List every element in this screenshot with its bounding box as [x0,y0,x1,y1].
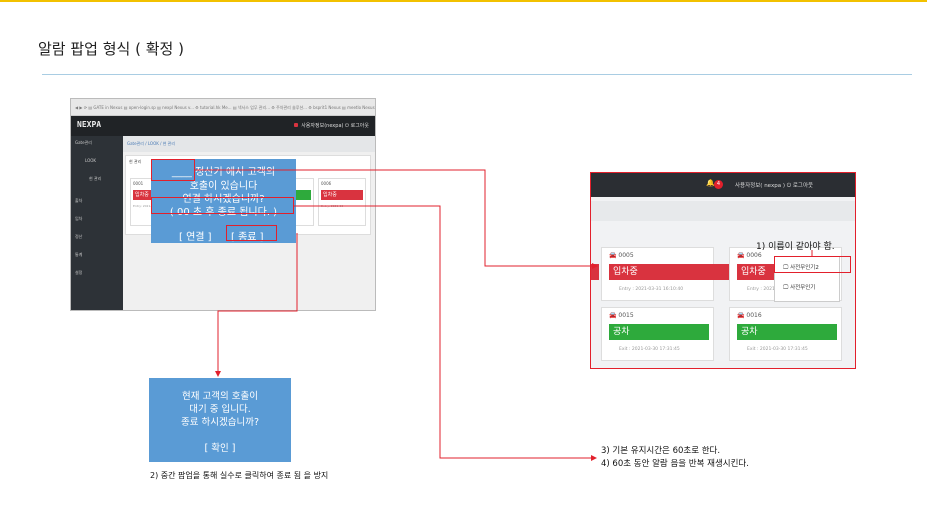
exit-time: Exit : 2021-03-30 17:31:45 [747,347,808,352]
app-logo: NEXPA [77,120,102,129]
status-bar: 입차중 [321,190,363,200]
status-bar-edge [591,264,599,280]
sidebar-item[interactable]: 현 관리 [89,176,102,181]
dropdown-option[interactable]: 🖵 사전무인기2 [783,265,819,271]
popup-line: 호출이 있습니다 [189,181,258,192]
close-highlight-box [226,225,277,241]
device-dropdown: 🖵 사전무인기2 🖵 사전무인기 [774,256,840,302]
sidebar-item[interactable]: LOOK [85,158,97,163]
title-separator [42,74,912,75]
note-prevent-misclick: 2) 중간 팝업을 통해 실수로 클릭하여 종료 됨 을 방지 [150,471,329,480]
popup-line: ( 00 초 후 종료 됩니다. ) [169,207,278,218]
sidebar-item[interactable]: 출차 [75,198,83,203]
gate-number: 🚘 0005 [609,252,634,259]
note-timing-line: 4) 60초 동안 알람 음을 반복 재생시킨다. [601,459,749,469]
gate-number: 🚘 0015 [609,312,634,319]
app-header: 🔔 4 사용자정보( nexpa ) ⏻ 로그아웃 [591,173,855,197]
browser-bar: ◀ ▶ ⟳ ▤ GATE in Nexus ▤ open-login.sp ▤ … [71,99,375,116]
panel-title: 현 관리 [129,159,142,164]
sidebar-item[interactable]: 정산 [75,234,83,239]
confirm-button[interactable]: [ 확인 ] [204,443,236,454]
popup-line: ____ 정산기 에서 고객의 [171,167,276,178]
name-highlight-box [151,159,195,181]
arrow-name-to-right [195,169,598,269]
top-accent-line [0,0,927,2]
countdown-highlight-box [151,197,294,214]
page-title: 알람 팝업 형식 ( 확정 ) [38,40,184,58]
close-button[interactable]: [ 종료 ] [231,232,264,243]
app-header: NEXPA 사용자정보(nexpa) ⏻ 로그아웃 [71,116,375,136]
status-bar: 공차 [609,324,709,340]
gate-number: 🚘 0016 [737,312,762,319]
status-bar: 입차중 [737,264,777,280]
header-user-text: 사용자정보(nexpa) ⏻ 로그아웃 [301,123,369,129]
arrow-close-to-popup2 [215,233,298,377]
sidebar-item[interactable]: 설정 [75,270,83,275]
gate-card[interactable]: 🚘 0016 공차 Exit : 2021-03-30 17:31:45 [729,307,842,361]
note-name-match: 1) 이름이 같아야 함. [756,242,835,252]
connect-button[interactable]: [ 연결 ] [179,232,212,243]
breadcrumb-bar [591,201,855,221]
alert-badge-icon [294,123,299,127]
sidebar-item[interactable]: 입차 [75,216,83,221]
notification-badge: 4 [714,180,723,189]
status-bar: 공차 [737,324,837,340]
header-user-info: 사용자정보(nexpa) ⏻ 로그아웃 [294,122,369,129]
breadcrumb: Gate관리 / LOOK / 현 관리 [123,136,375,152]
popup-line: 대기 중 입니다. [189,404,251,415]
dropdown-option[interactable]: 🖵 사전무인기 [783,285,816,291]
gate-number: 🚘 0006 [737,252,762,259]
gate-number: 0006 [321,181,332,186]
note-timing: 3) 기본 유지시간은 60초로 한다. 4) 60초 동안 알람 음을 반복 … [601,445,749,471]
sidebar: Gate관리 LOOK 현 관리 출차 입차 정산 통계 설정 [71,136,123,310]
popup-line: 현재 고객의 호출이 [182,391,258,402]
sidebar-item[interactable]: Gate관리 [75,140,92,145]
sidebar-item[interactable]: 통계 [75,252,83,257]
popup-line: 연결 하시겠습니까? [182,194,265,205]
gate-card[interactable]: 🚘 0005 입차중 Entry : 2021-03-31 16:10:40 [601,247,739,301]
popup-line: 종료 하시겠습니까? [181,417,259,428]
arrow-countdown-to-notes [294,205,597,461]
gate-card[interactable]: 🚘 0015 공차 Exit : 2021-03-30 17:31:45 [601,307,714,361]
header-user-info[interactable]: 사용자정보( nexpa ) ⏻ 로그아웃 [735,183,814,189]
status-bar: 입차중 [609,264,739,280]
bell-icon[interactable]: 🔔 [706,179,715,187]
call-alarm-popup: ____ 정산기 에서 고객의 호출이 있습니다 연결 하시겠습니까? ( 00… [151,159,296,243]
confirm-close-popup: 현재 고객의 호출이 대기 중 입니다. 종료 하시겠습니까? [ 확인 ] [149,378,291,462]
left-screenshot: ◀ ▶ ⟳ ▤ GATE in Nexus ▤ open-login.sp ▤ … [70,98,376,311]
device-name-highlight-box [774,256,851,273]
gate-number: 0001 [133,181,144,186]
entry-time: Entry : 2021-03 [747,287,783,292]
exit-time: Exit : 2021-03-30 17:31:45 [619,347,680,352]
entry-time: Entry : 2021-03-31 16:10:40 [619,287,684,292]
note-timing-line: 3) 기본 유지시간은 60초로 한다. [601,446,721,456]
